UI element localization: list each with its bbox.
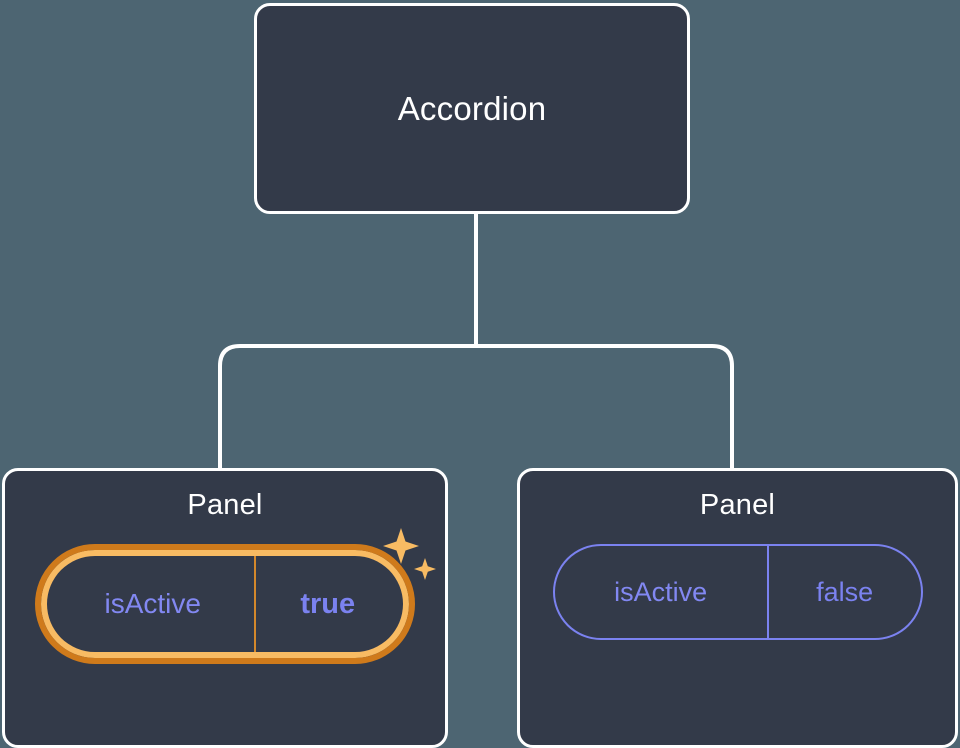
edge-to-panel-right: [476, 344, 734, 470]
tree-node-panel-inactive[interactable]: Panel isActive false: [517, 468, 958, 748]
tree-node-accordion[interactable]: Accordion: [254, 3, 690, 214]
tree-node-panel-active[interactable]: Panel isActive true: [2, 468, 448, 748]
prop-badge-container: isActive false: [520, 544, 955, 640]
prop-badge-isactive-false[interactable]: isActive false: [552, 544, 923, 640]
prop-key: isActive: [614, 576, 708, 607]
edge-to-panel-left: [218, 344, 476, 470]
node-label: Panel: [699, 489, 776, 521]
prop-badge-isactive-true[interactable]: isActive true: [35, 544, 415, 664]
prop-key: isActive: [104, 588, 201, 619]
prop-value: true: [254, 556, 409, 652]
node-label: Accordion: [397, 89, 547, 127]
node-label: Panel: [187, 489, 263, 521]
prop-value: false: [766, 546, 921, 638]
prop-badge-container: isActive true: [5, 528, 445, 664]
